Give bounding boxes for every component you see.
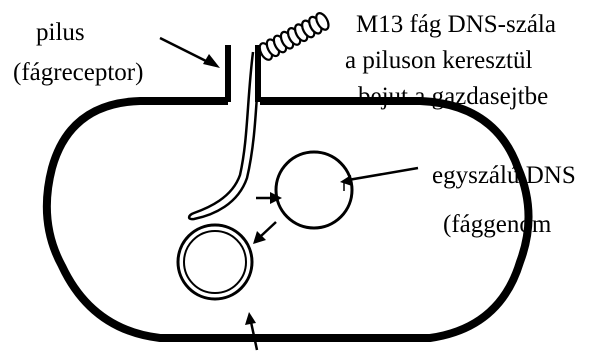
phage-dna-strand — [189, 52, 260, 219]
dsdna-circle — [178, 225, 252, 299]
label-ssdna: egyszálú DNS — [432, 162, 576, 189]
bottom-arrow — [245, 312, 257, 350]
label-m13-line1: M13 fág DNS-szála — [356, 11, 556, 38]
pilus-arrow — [160, 38, 220, 68]
inner-arrow-down — [253, 222, 276, 244]
dot-mark — [350, 97, 354, 101]
ssdna-label-arrow — [340, 168, 418, 186]
m13-phage-icon — [253, 11, 331, 64]
label-receptor: (fágreceptor) — [13, 59, 143, 86]
label-pilus: pilus — [36, 19, 85, 46]
label-m13-line2: a piluson keresztül — [345, 47, 533, 74]
label-genome: (fággenom — [443, 211, 552, 238]
label-m13-line3: bejut a gazdasejtbe — [358, 83, 548, 110]
ssdna-circle — [276, 152, 352, 228]
